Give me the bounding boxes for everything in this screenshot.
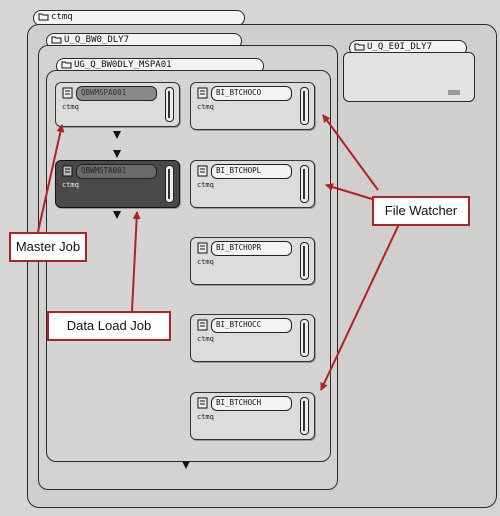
file-watcher-job-3[interactable]: BI_BTCHOPR ctmq [190,237,315,285]
job-icon [62,87,73,99]
master-job-host: ctmq [62,103,79,111]
job-icon [197,165,208,177]
job-scrollbar[interactable] [300,242,309,280]
file-watcher-callout: File Watcher [372,196,470,226]
master-job-name: QBWMSPA001 [76,86,157,101]
job-icon [197,242,208,254]
data-load-job-scrollbar[interactable] [165,165,174,203]
job-host: ctmq [197,181,214,189]
folder-icon [51,36,62,44]
file-watcher-job-5[interactable]: BI_BTCHOCH ctmq [190,392,315,440]
job-name: BI_BTCHOCO [211,86,292,101]
job-icon [62,165,73,177]
file-watcher-job-1[interactable]: BI_BTCHOCO ctmq [190,82,315,130]
expand-arrow-icon[interactable] [182,461,190,469]
master-job-scrollbar[interactable] [165,87,174,122]
side-folder-panel [343,52,475,102]
job-host: ctmq [197,413,214,421]
folder-icon [354,43,365,51]
data-load-job-box[interactable]: QBWMSTA001 ctmq [55,160,180,208]
job-name: BI_BTCHOPL [211,164,292,179]
job-host: ctmq [197,103,214,111]
file-watcher-job-2[interactable]: BI_BTCHOPL ctmq [190,160,315,208]
job-name: BI_BTCHOCC [211,318,292,333]
job-name: BI_BTCHOCH [211,396,292,411]
job-icon [197,319,208,331]
file-watcher-job-4[interactable]: BI_BTCHOCC ctmq [190,314,315,362]
job-scrollbar[interactable] [300,165,309,203]
folder-label: U_Q_BW0_DLY7 [64,35,130,45]
window-title: ctmq [51,12,73,22]
subfolder-label: UG_Q_BW0DLY_MSPA01 [74,60,172,70]
job-icon [197,397,208,409]
data-load-job-host: ctmq [62,181,79,189]
master-job-callout: Master Job [9,232,87,262]
job-name: BI_BTCHOPR [211,241,292,256]
folder-icon [38,13,49,21]
data-load-job-callout: Data Load Job [47,311,171,341]
job-scrollbar[interactable] [300,319,309,357]
side-folder-label: U_Q_E0I_DLY7 [367,42,433,52]
job-scrollbar[interactable] [300,87,309,125]
job-host: ctmq [197,335,214,343]
job-scrollbar[interactable] [300,397,309,435]
folder-icon [61,61,72,69]
job-host: ctmq [197,258,214,266]
master-job-box[interactable]: QBWMSPA001 ctmq [55,82,180,127]
expand-arrow-icon[interactable] [113,131,121,139]
data-load-job-name: QBWMSTA001 [76,164,157,179]
expand-arrow-icon[interactable] [113,150,121,158]
side-folder-indicator [448,90,460,95]
job-icon [197,87,208,99]
expand-arrow-icon[interactable] [113,211,121,219]
